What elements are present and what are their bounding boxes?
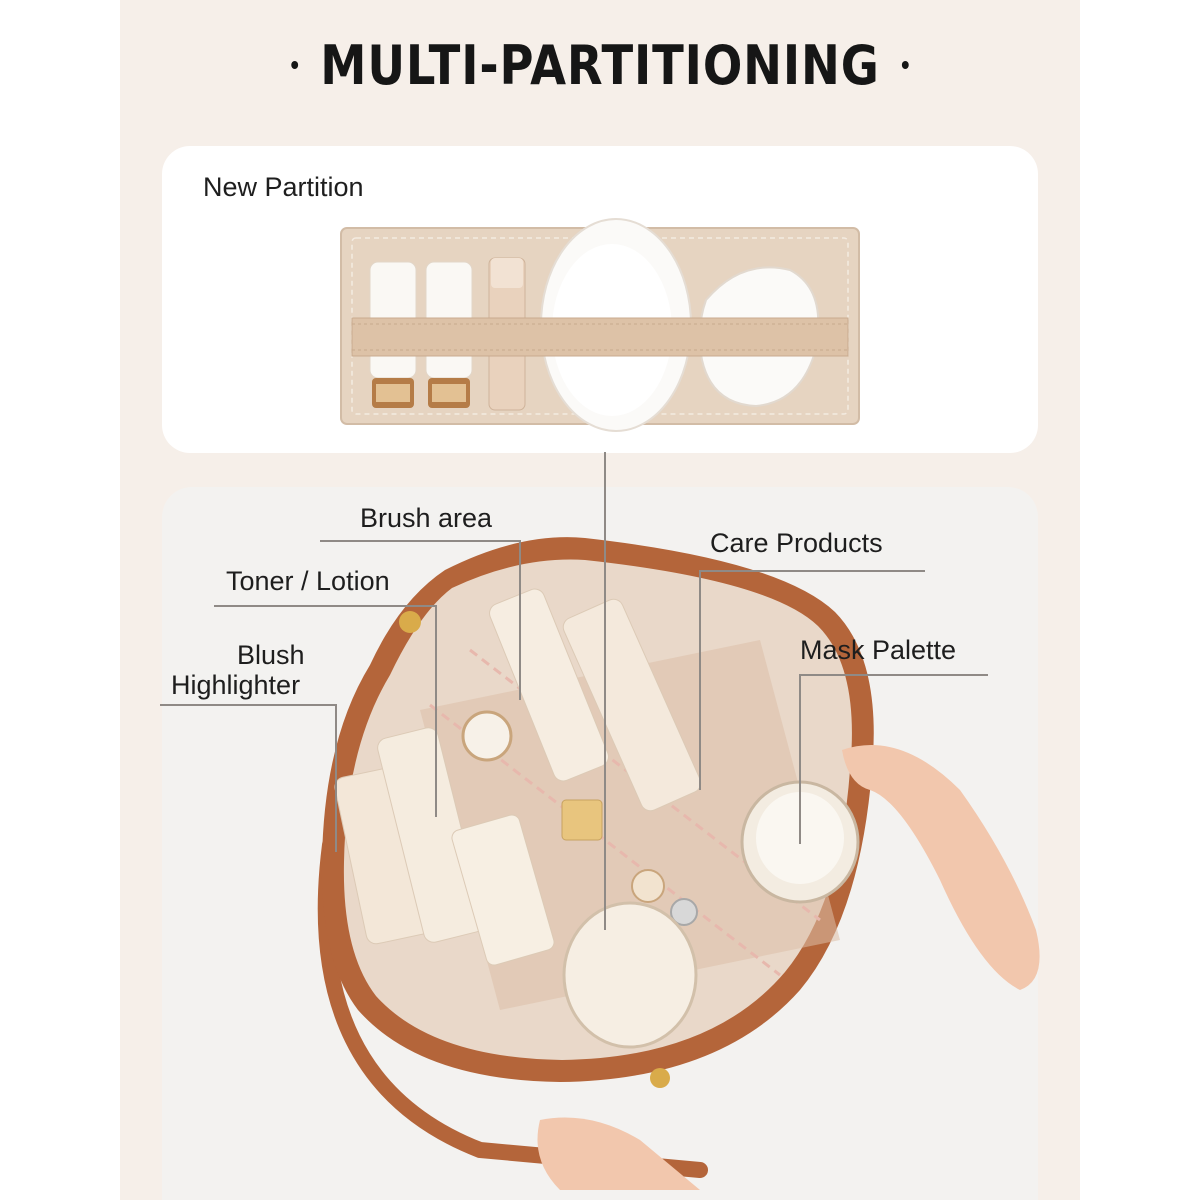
label-mask-palette: Mask Palette [800,635,957,665]
title-bullet-left [291,61,298,70]
leader-blush-highlighter [160,704,336,706]
title-text: MULTI-PARTITIONING [320,34,880,97]
label-new-partition: New Partition [203,172,364,202]
leader-mask-palette-drop [799,674,801,844]
partition-insert-image [340,218,860,432]
label-toner-lotion: Toner / Lotion [226,566,390,596]
label-blush: Blush [237,640,305,670]
leader-blush-highlighter-drop [335,704,337,852]
label-brush-area: Brush area [360,503,493,533]
leader-toner-lotion [214,605,436,607]
leader-care-products [700,570,925,572]
label-care-products: Care Products [710,528,883,558]
title-bullet-right [902,61,909,70]
leader-new-partition-drop [604,452,606,930]
page-title: MULTI-PARTITIONING [187,34,1013,97]
leader-care-products-drop [699,570,701,790]
leader-mask-palette [800,674,988,676]
label-highlighter: Highlighter [171,670,301,700]
leader-toner-lotion-drop [435,605,437,817]
leader-brush-area [320,540,520,542]
leader-brush-area-drop [519,540,521,700]
open-cosmetic-bag-image [317,537,1040,1190]
